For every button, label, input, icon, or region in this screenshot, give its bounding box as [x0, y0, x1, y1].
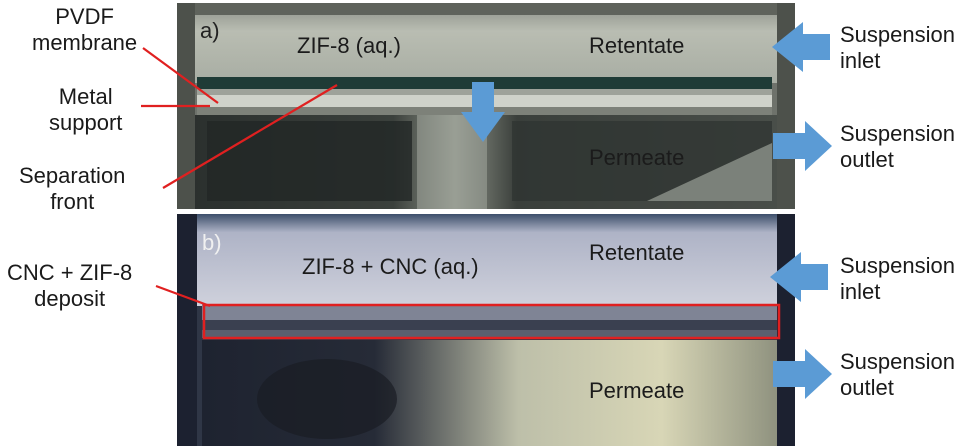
panel-b-tag: b) [202, 230, 222, 255]
sep-label-line2: front [50, 189, 95, 214]
pvdf-membrane-label: PVDF membrane [32, 4, 137, 56]
outlet-b-line2: outlet [840, 375, 894, 400]
separation-front-label: Separation front [19, 163, 125, 215]
panel-a-permeate: Permeate [589, 145, 685, 170]
inlet-a-line1: Suspension [840, 22, 955, 47]
panel-b-permeate: Permeate [589, 378, 685, 403]
pvdf-label-line1: PVDF [55, 4, 114, 29]
photo-a-graphic [177, 3, 795, 209]
photo-panel-b [177, 214, 795, 446]
inlet-b-line2: inlet [840, 279, 881, 304]
deposit-label-line2: deposit [34, 286, 106, 311]
inlet-a-line2: inlet [840, 48, 881, 73]
panel-b-retentate: Retentate [589, 240, 685, 265]
outlet-a-line1: Suspension [840, 121, 955, 146]
sep-label-line1: Separation [19, 163, 126, 188]
outlet-a-line2: outlet [840, 147, 894, 172]
suspension-inlet-label-a: Suspension inlet [840, 22, 955, 74]
panel-b-title: ZIF-8 + CNC (aq.) [302, 254, 479, 279]
outlet-b-line1: Suspension [840, 349, 955, 374]
suspension-outlet-label-b: Suspension outlet [840, 349, 955, 401]
panel-a-retentate: Retentate [589, 33, 685, 58]
pvdf-label-line2: membrane [32, 30, 138, 55]
metal-support-label: Metal support [49, 84, 122, 136]
panel-a-tag: a) [200, 18, 220, 43]
inlet-b-line1: Suspension [840, 253, 955, 278]
deposit-label: CNC + ZIF-8 deposit [7, 260, 132, 312]
photo-panel-a [177, 3, 795, 209]
suspension-outlet-label-a: Suspension outlet [840, 121, 955, 173]
suspension-inlet-label-b: Suspension inlet [840, 253, 955, 305]
metal-label-line2: support [49, 110, 123, 135]
panel-a-title: ZIF-8 (aq.) [297, 33, 401, 58]
metal-label-line1: Metal [58, 84, 113, 109]
photo-b-graphic [177, 214, 795, 446]
deposit-label-line1: CNC + ZIF-8 [7, 260, 133, 285]
